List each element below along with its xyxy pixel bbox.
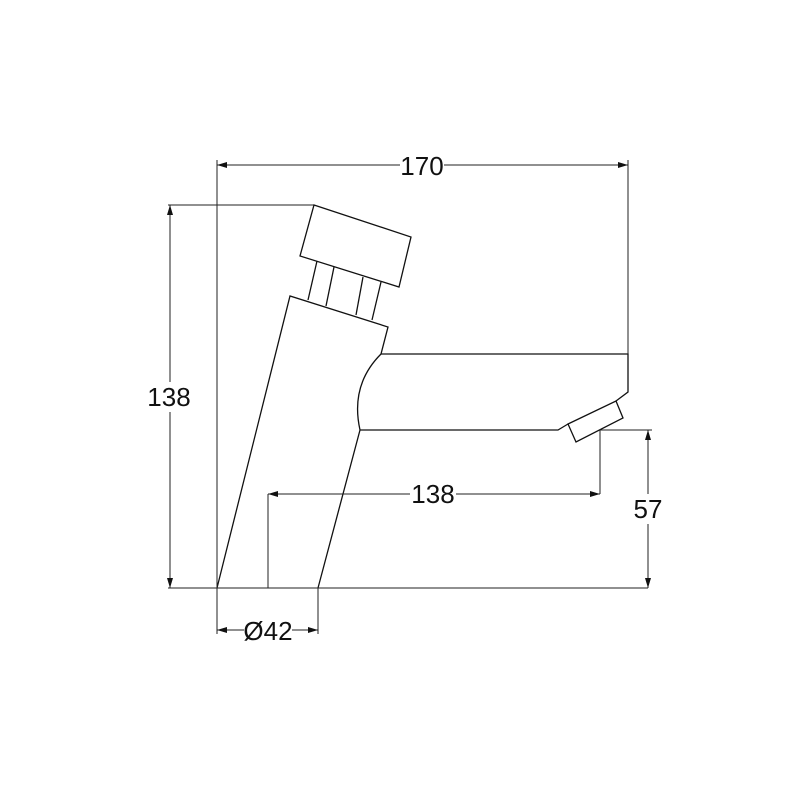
dim-overall-height: 138 bbox=[147, 382, 190, 412]
aerator bbox=[567, 400, 624, 443]
tap-body bbox=[216, 295, 389, 589]
dim-base-diameter: Ø42 bbox=[243, 616, 292, 646]
dimension-labels: 170 138 138 57 Ø42 bbox=[146, 150, 664, 646]
dim-outlet-height: 57 bbox=[634, 494, 663, 524]
button-stem bbox=[307, 260, 382, 321]
tap-outline bbox=[216, 204, 629, 589]
spout bbox=[360, 353, 629, 431]
dim-spout-reach: 138 bbox=[411, 479, 454, 509]
push-button-cap bbox=[299, 204, 412, 288]
dim-overall-length: 170 bbox=[400, 151, 443, 181]
dimension-lines bbox=[167, 160, 652, 634]
